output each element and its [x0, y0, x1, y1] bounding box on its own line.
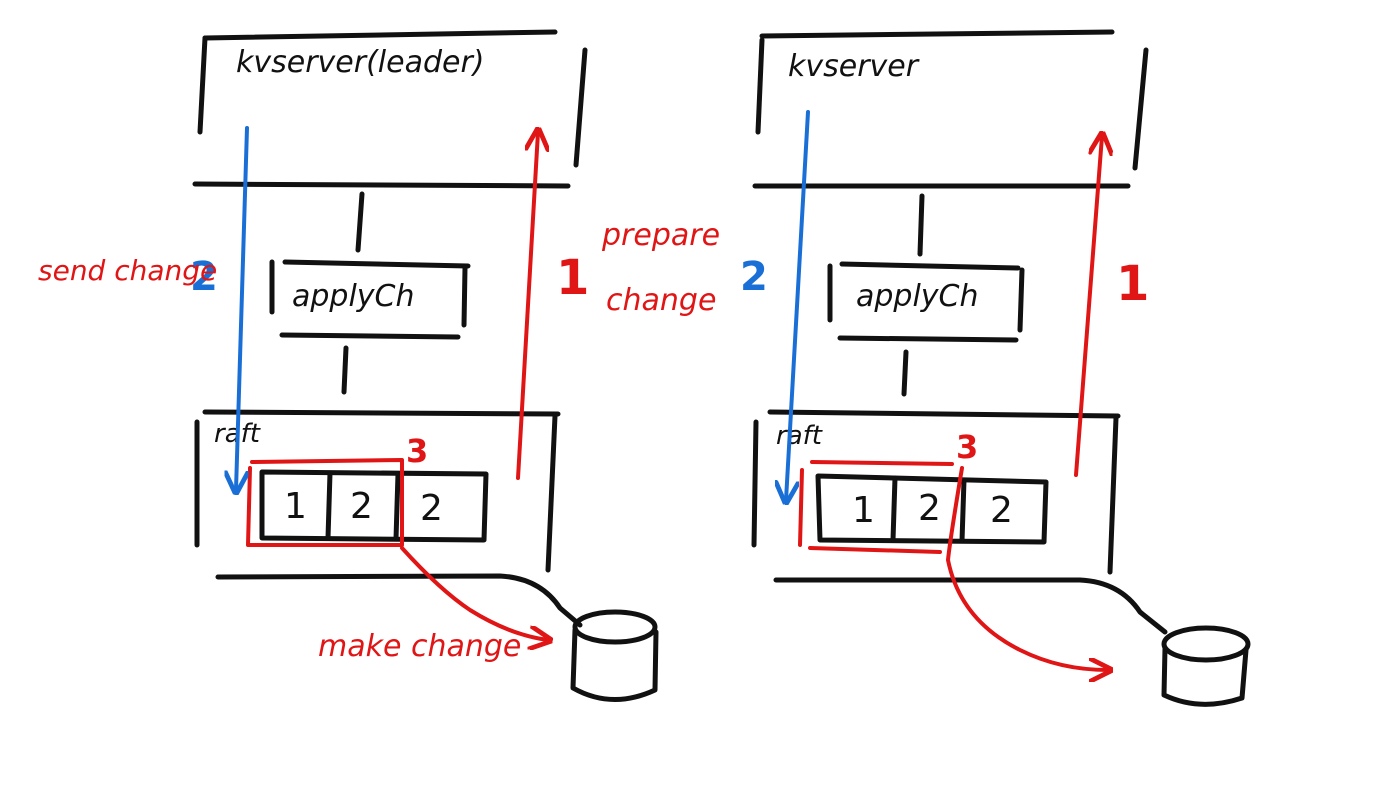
right-make-change-arrow: [946, 466, 1108, 670]
right-log: 1 2 2: [815, 473, 1049, 545]
left-log-entry-text: 2: [420, 488, 443, 529]
left-node: kvserver(leader) applyCh raft 1: [38, 29, 720, 702]
right-prepare-arrow: [1074, 136, 1102, 477]
right-committed-bracket-top: [810, 460, 954, 466]
left-log: 1 2 2: [259, 469, 489, 543]
right-raft-box: [751, 409, 1168, 635]
left-raft-box: [194, 409, 583, 628]
left-lower-connector: [341, 345, 349, 395]
right-committed-bracket-bottom: [808, 546, 942, 554]
left-log-entry: 2: [420, 488, 443, 529]
left-applych-label: applyCh: [292, 279, 415, 314]
left-committed-bracket: [246, 458, 404, 547]
right-log-entry-text: 2: [918, 488, 941, 529]
right-kvserver-title: kvserver: [788, 49, 920, 84]
right-disk-icon: [1161, 625, 1251, 707]
right-committed-bracket-left: [798, 468, 804, 547]
right-step-3: 3: [956, 428, 978, 466]
left-prepare-arrow: [516, 132, 538, 480]
right-node: kvserver applyCh raft 1: [740, 29, 1251, 707]
left-upper-connector: [355, 191, 365, 253]
right-applych-label: applyCh: [856, 279, 979, 314]
right-step-2: 2: [740, 254, 768, 300]
right-log-entry: 2: [918, 488, 941, 529]
left-prepare-label-line2: change: [606, 283, 716, 318]
right-lower-connector: [901, 349, 909, 397]
right-applych-box: [827, 261, 1025, 343]
right-raft-label: raft: [776, 421, 823, 451]
left-kvserver-box: [192, 29, 588, 189]
right-log-entry-text: 2: [990, 490, 1013, 531]
right-upper-connector: [917, 193, 925, 257]
right-log-entry: 2: [990, 490, 1013, 531]
left-step-1: 1: [556, 250, 589, 306]
right-log-entry: 1: [852, 490, 875, 531]
right-step-1: 1: [1116, 256, 1149, 312]
right-kvserver-box: [752, 29, 1149, 189]
left-log-entry-text: 1: [284, 486, 307, 527]
left-applych-box: [269, 259, 471, 340]
left-make-change-label: make change: [318, 629, 521, 664]
left-make-change-arrow: [400, 546, 548, 640]
left-log-entry: 1: [284, 486, 307, 527]
left-prepare-label-line1: prepare: [601, 218, 720, 253]
left-log-entry: 2: [350, 486, 373, 527]
left-step-3: 3: [406, 432, 428, 470]
left-send-arrow: [236, 126, 249, 490]
right-log-entry-text: 1: [852, 490, 875, 531]
left-step-2: 2: [190, 254, 218, 300]
right-send-arrow: [786, 110, 810, 500]
left-send-change-label: send change: [38, 254, 217, 287]
left-kvserver-title: kvserver(leader): [236, 45, 485, 80]
left-disk-icon: [570, 609, 659, 702]
left-log-entry-text: 2: [350, 486, 373, 527]
